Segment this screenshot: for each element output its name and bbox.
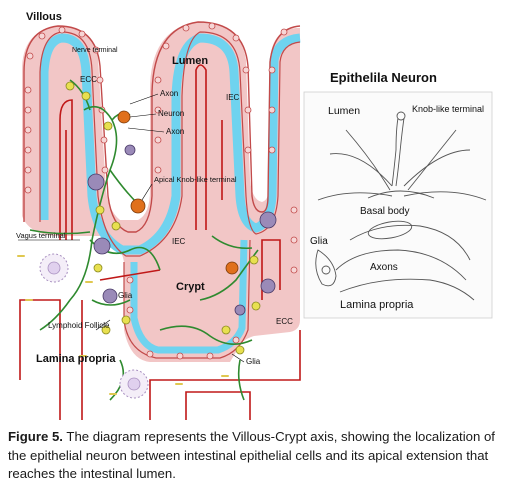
scattered-cells xyxy=(17,255,229,395)
label-lamina-propria: Lamina propria xyxy=(36,353,116,365)
neuron-cells xyxy=(117,110,239,275)
label-ecc-bottom: ECC xyxy=(276,317,293,326)
inset-label-lumen: Lumen xyxy=(328,105,360,117)
blood-vessels xyxy=(19,64,301,420)
inset-label-axons: Axons xyxy=(370,262,398,273)
label-crypt: Crypt xyxy=(176,281,205,293)
label-lymphoid-follicle: Lymphoid Follicle xyxy=(48,321,110,330)
label-vagus-terminal: Vagus terminal xyxy=(16,231,66,240)
label-iec-mid: IEC xyxy=(172,237,186,246)
neuron-cell-crypt xyxy=(225,261,239,275)
crypt-epithelium xyxy=(123,239,251,359)
crypt-lumen-border xyxy=(130,239,248,354)
glia-clusters xyxy=(87,144,277,316)
label-iec-top: IEC xyxy=(226,93,240,102)
label-apical-knob: Apical Knob-like terminal xyxy=(154,175,237,184)
epithelium-outer-contour xyxy=(23,21,301,233)
figure-caption: Figure 5. The diagram represents the Vil… xyxy=(8,428,500,484)
inset-label-lamina-propria: Lamina propria xyxy=(340,299,414,311)
figure-label: Figure 5. xyxy=(8,429,63,444)
label-nerve-terminal: Nerve terminal xyxy=(72,47,118,54)
inset-label-knob-text: Knob-like terminal xyxy=(412,104,484,114)
caption-text: The diagram represents the Villous-Crypt… xyxy=(8,429,495,481)
label-ecc-top: ECC xyxy=(80,75,97,84)
inset-label-glia: Glia xyxy=(310,236,328,247)
epithelial-cell-row xyxy=(24,22,298,360)
inset-label-knob: Knob-like terminal xyxy=(412,104,484,114)
label-nerve-terminal-text: Nerve terminal xyxy=(72,47,118,54)
label-glia-mid: Glia xyxy=(118,291,133,300)
lymphoid-follicles xyxy=(39,253,149,399)
label-axon-bottom: Axon xyxy=(166,127,184,136)
label-pointers xyxy=(18,93,245,363)
inset-sketch xyxy=(315,111,487,301)
inset-title: Epithelila Neuron xyxy=(330,70,437,85)
ecc-cells xyxy=(65,81,261,355)
villous-crypt-diagram: Villous Nerve terminal Lumen ECC Axon IE… xyxy=(16,11,493,420)
label-glia-bottom: Glia xyxy=(246,357,261,366)
label-axon-top: Axon xyxy=(160,89,178,98)
neuron-cell-apical xyxy=(130,198,146,214)
label-lumen: Lumen xyxy=(172,55,208,67)
label-villous: Villous xyxy=(26,11,62,23)
inset-label-basal-body: Basal body xyxy=(360,206,409,217)
neuron-cell-top xyxy=(117,110,131,124)
label-neuron: Neuron xyxy=(158,109,184,118)
